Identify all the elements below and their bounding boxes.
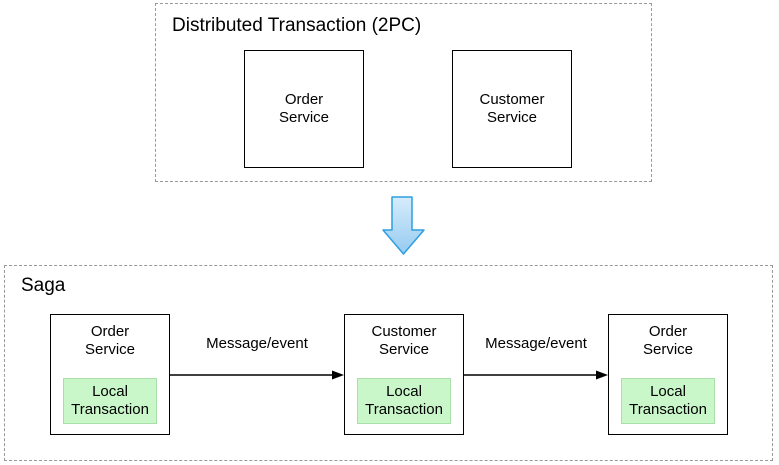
message-event-label: Message/event bbox=[206, 335, 308, 352]
2pc-container: Distributed Transaction (2PC) Order Serv… bbox=[155, 3, 652, 182]
node-label: Order Service bbox=[609, 323, 727, 358]
saga-section-title: Saga bbox=[21, 275, 66, 296]
message-event-arrow bbox=[464, 370, 608, 380]
node-label-line: Order bbox=[284, 91, 324, 109]
message-event-label: Message/event bbox=[485, 335, 587, 352]
node-label-line: Customer bbox=[479, 91, 545, 109]
sub-label-line: Transaction bbox=[365, 401, 443, 418]
node-label-line: Service bbox=[84, 340, 136, 358]
node-label-line: Service bbox=[378, 340, 430, 358]
sub-label-line: Local bbox=[92, 383, 128, 400]
node-label: Order Service bbox=[51, 323, 169, 358]
sub-label-line: Local bbox=[386, 383, 422, 400]
down-arrow-icon bbox=[382, 196, 425, 255]
node-label-line: Order bbox=[648, 323, 688, 340]
node-label-line: Service bbox=[642, 340, 694, 358]
local-transaction-box: Local Transaction bbox=[63, 378, 157, 424]
sub-label-line: Transaction bbox=[629, 401, 707, 418]
local-transaction-box: Local Transaction bbox=[357, 378, 451, 424]
node-label-line: Service bbox=[486, 109, 538, 126]
message-event-arrow bbox=[170, 370, 344, 380]
saga-node-order-service: Order Service Local Transaction bbox=[50, 314, 170, 435]
node-label-line: Order bbox=[90, 323, 130, 340]
2pc-node-order-service: Order Service bbox=[244, 50, 364, 168]
saga-node-order-service-2: Order Service Local Transaction bbox=[608, 314, 728, 435]
node-label-line: Service bbox=[278, 109, 330, 126]
node-label-line: Customer bbox=[371, 323, 437, 340]
2pc-node-customer-service: Customer Service bbox=[452, 50, 572, 168]
sub-label-line: Local bbox=[650, 383, 686, 400]
saga-container: Saga Order Service Local Transaction Mes… bbox=[4, 265, 773, 461]
local-transaction-box: Local Transaction bbox=[621, 378, 715, 424]
saga-node-customer-service: Customer Service Local Transaction bbox=[344, 314, 464, 435]
2pc-section-title: Distributed Transaction (2PC) bbox=[172, 15, 422, 36]
node-label: Customer Service bbox=[345, 323, 463, 358]
sub-label-line: Transaction bbox=[71, 401, 149, 418]
